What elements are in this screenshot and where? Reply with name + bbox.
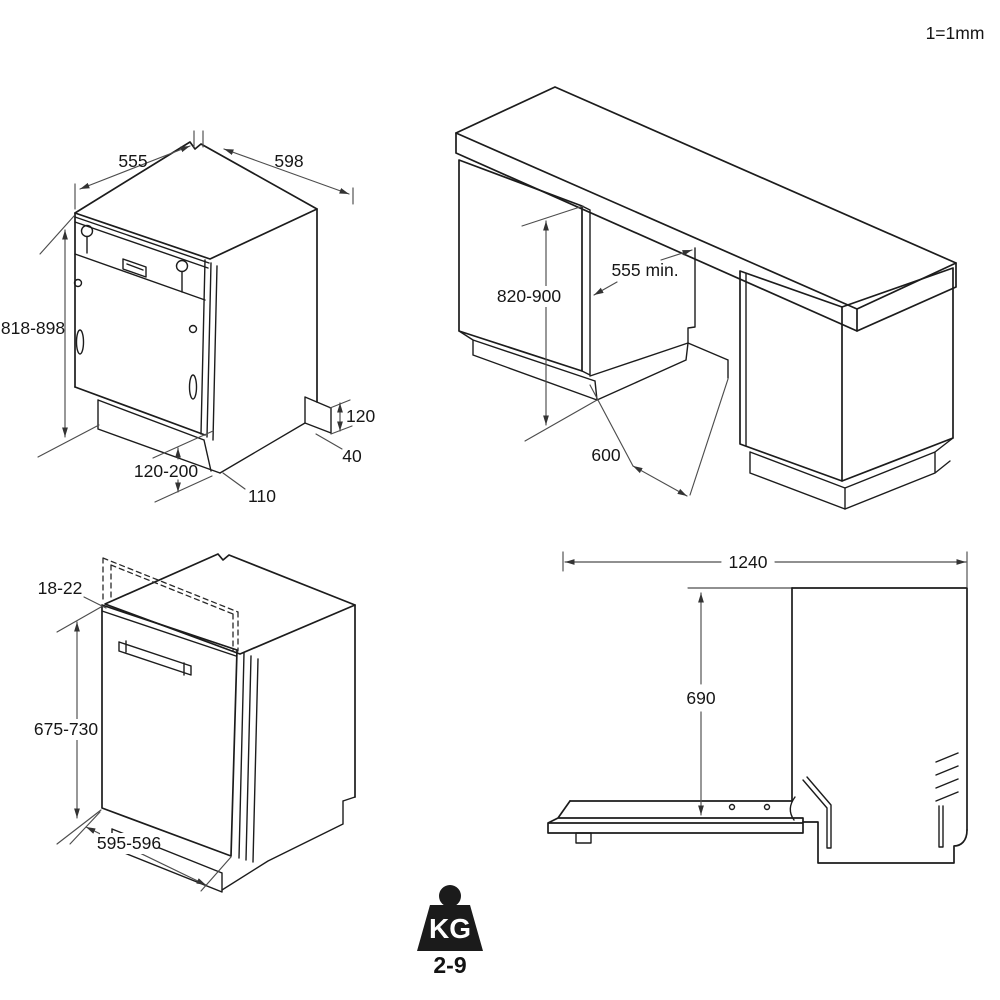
weight-unit-label: KG — [429, 913, 471, 944]
weight-range-label: 2-9 — [433, 952, 466, 978]
hinge-lever — [802, 776, 832, 849]
dim-appliance-height: 818-898 — [1, 318, 65, 338]
panel-door-open: 1240 690 — [547, 551, 968, 864]
screw-hole — [73, 278, 83, 288]
right-cabinet-plinth — [749, 451, 846, 510]
counter-outline — [455, 86, 957, 510]
worktop — [455, 86, 957, 310]
screw-keyhole — [175, 259, 189, 273]
appliance-outline — [73, 141, 332, 474]
vent-slot — [75, 329, 85, 355]
niche-rear-edge — [687, 247, 696, 344]
control-recess — [122, 258, 147, 278]
door-front — [101, 604, 238, 857]
weight-body — [417, 905, 483, 951]
door-foot-tab — [575, 832, 592, 844]
dim-total-depth-open: 1240 — [729, 552, 768, 572]
door-screw-hole — [763, 803, 771, 811]
dim-panel-thickness: 18-22 — [38, 578, 83, 598]
door-handle — [118, 640, 192, 676]
dim-clearance-height: 690 — [686, 688, 715, 708]
screw-hole — [188, 324, 198, 334]
weight-knob — [439, 885, 461, 907]
dim-panel-height: 675-730 — [34, 719, 98, 739]
left-cabinet-plinth — [458, 330, 598, 401]
dim-plinth-height: 120-200 — [134, 461, 198, 481]
panel-counter-niche: 820-900 555 min. 600 — [455, 86, 957, 510]
door-screw-hole — [728, 803, 736, 811]
door-open-outline — [547, 587, 968, 864]
niche-dimensions: 820-900 555 min. 600 — [497, 205, 729, 497]
dim-niche-height: 820-900 — [497, 286, 561, 306]
open-door-panel — [547, 800, 804, 834]
front-panel-dimensions: 18-22 675-730 595-596 — [34, 578, 232, 892]
scale-note: 1=1mm — [926, 23, 985, 43]
vent-slot — [188, 374, 198, 400]
dim-niche-depth: 555 min. — [611, 260, 678, 280]
weight-icon: KG 2-9 — [417, 885, 483, 978]
left-cabinet — [458, 159, 583, 372]
dim-panel-width: 595-596 — [97, 833, 161, 853]
dim-plinth-depth: 110 — [248, 486, 276, 506]
hinge-spring-hatch — [935, 752, 959, 802]
plinth-recess — [97, 399, 221, 474]
dim-niche-width: 600 — [591, 445, 620, 465]
appliance-dimensions: 555 598 818-898 120 40 120-200 110 — [1, 130, 375, 506]
screw-keyhole — [80, 224, 94, 238]
rear-foot — [304, 396, 332, 434]
niche-floor — [589, 342, 689, 401]
dim-rear-foot-depth: 40 — [342, 446, 362, 466]
panel-ghost-outline — [102, 557, 239, 652]
door-open-dimensions: 1240 690 — [562, 551, 968, 816]
dim-appliance-width: 555 — [118, 151, 147, 171]
panel-appliance-iso: 555 598 818-898 120 40 120-200 110 — [1, 130, 375, 506]
panel-front-panel: 18-22 675-730 595-596 — [34, 553, 356, 893]
dim-rear-foot-height: 120 — [346, 406, 375, 426]
dim-appliance-depth: 598 — [274, 151, 303, 171]
